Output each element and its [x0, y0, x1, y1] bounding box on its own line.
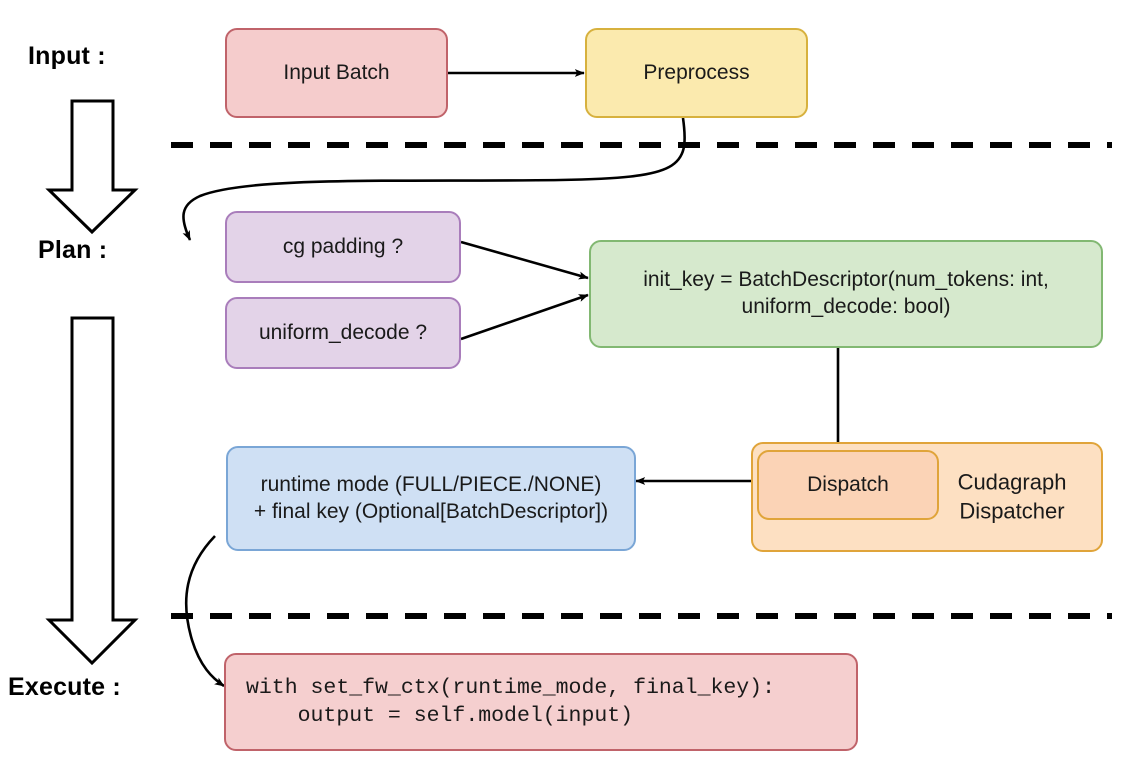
edge-cg-padding-to-init-key	[460, 240, 589, 280]
node-cg-padding[interactable]: cg padding ?	[225, 211, 461, 283]
node-execute-code-line-2: output = self.model(input)	[246, 704, 634, 728]
node-init-key-line-1: init_key = BatchDescriptor(num_tokens: i…	[643, 268, 1049, 292]
node-cg-padding-label: cg padding ?	[282, 234, 404, 258]
node-uniform-decode-label: uniform_decode ?	[258, 320, 428, 344]
node-init-key[interactable]: init_key = BatchDescriptor(num_tokens: i…	[589, 240, 1103, 348]
node-init-key-line-2: uniform_decode: bool)	[741, 295, 951, 318]
edge-runtime-mode-to-execute-code	[184, 535, 225, 688]
flow-arrow-plan-to-execute	[45, 316, 139, 666]
node-input-batch-label: Input Batch	[283, 60, 390, 84]
node-uniform-decode[interactable]: uniform_decode ?	[225, 297, 461, 369]
node-runtime-mode-line-1: runtime mode (FULL/PIECE./NONE)	[260, 472, 602, 496]
node-execute-code[interactable]: with set_fw_ctx(runtime_mode, final_key)…	[224, 653, 858, 751]
node-preprocess-label: Preprocess	[643, 60, 750, 84]
stage-label-plan: Plan :	[38, 236, 108, 264]
node-dispatch-label: Dispatch	[807, 472, 889, 496]
node-execute-code-line-1: with set_fw_ctx(runtime_mode, final_key)…	[246, 675, 775, 700]
stage-label-input: Input :	[28, 42, 106, 70]
node-cudagraph-dispatcher-label: Cudagraph Dispatcher	[957, 469, 1067, 523]
node-runtime-mode[interactable]: runtime mode (FULL/PIECE./NONE) + final …	[226, 446, 636, 551]
node-dispatch[interactable]: Dispatch	[757, 450, 939, 520]
node-runtime-mode-line-2: + final key (Optional[BatchDescriptor])	[253, 499, 609, 523]
flow-arrow-input-to-plan	[45, 99, 139, 235]
node-preprocess[interactable]: Preprocess	[585, 28, 808, 118]
edge-uniform-decode-to-init-key	[460, 293, 589, 341]
node-input-batch[interactable]: Input Batch	[225, 28, 448, 118]
stage-label-execute: Execute :	[8, 673, 121, 701]
